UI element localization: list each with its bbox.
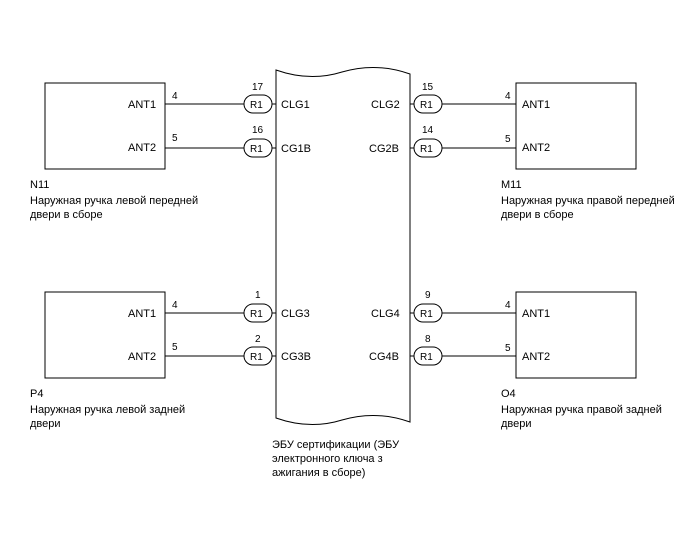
wire-m11-ant1: 4 R1 15 CLG2 bbox=[371, 82, 516, 114]
pin-name: ANT2 bbox=[128, 351, 156, 363]
component-code: P4 bbox=[30, 388, 43, 400]
ecu-caption-line-3: ажигания в сборе) bbox=[272, 467, 365, 479]
ecu-terminal-label: CG2B bbox=[369, 143, 399, 155]
connector-pin-number: 5 bbox=[172, 342, 178, 353]
ecu-pin-number: 9 bbox=[425, 290, 431, 301]
component-box bbox=[515, 291, 637, 379]
component-caption-line-2: двери в сборе bbox=[30, 209, 103, 221]
pin-name: ANT2 bbox=[522, 142, 550, 154]
ecu-terminal-label: CLG3 bbox=[281, 308, 310, 320]
wire-m11-ant2: 5 R1 14 CG2B bbox=[369, 125, 516, 158]
resistor bbox=[413, 303, 443, 323]
component-caption-line-2: двери bbox=[501, 418, 532, 430]
resistor-label: R1 bbox=[250, 100, 263, 111]
component-caption-line-1: Наружная ручка левой задней bbox=[30, 404, 185, 416]
resistor bbox=[413, 138, 443, 158]
resistor bbox=[243, 346, 273, 366]
resistor-label: R1 bbox=[420, 309, 433, 320]
component-box bbox=[44, 291, 166, 379]
component-caption-line-2: двери bbox=[30, 418, 61, 430]
component-caption-line-1: Наружная ручка правой задней bbox=[501, 404, 662, 416]
component-box bbox=[515, 82, 637, 170]
ecu-terminal-label: CLG1 bbox=[281, 99, 310, 111]
wire-n11-ant1: 4 R1 17 CLG1 bbox=[165, 82, 310, 114]
wire-n11-ant2: 5 R1 16 CG1B bbox=[165, 125, 311, 158]
resistor-label: R1 bbox=[420, 352, 433, 363]
component-code: M11 bbox=[501, 179, 522, 191]
resistor bbox=[243, 138, 273, 158]
wire-p4-ant1: 4 R1 1 CLG3 bbox=[165, 290, 310, 323]
resistor-label: R1 bbox=[420, 144, 433, 155]
resistor bbox=[243, 303, 273, 323]
ecu-terminal-label: CG3B bbox=[281, 351, 311, 363]
wire-p4-ant2: 5 R1 2 CG3B bbox=[165, 334, 311, 366]
ecu-pin-number: 8 bbox=[425, 334, 431, 345]
component-p4: ANT1 ANT2 P4 Наружная ручка левой задней… bbox=[30, 291, 185, 430]
component-code: N11 bbox=[30, 179, 49, 191]
connector-pin-number: 4 bbox=[172, 91, 178, 102]
resistor-label: R1 bbox=[420, 100, 433, 111]
connector-pin-number: 5 bbox=[172, 133, 178, 144]
resistor bbox=[413, 94, 443, 114]
resistor bbox=[413, 346, 443, 366]
connector-pin-number: 4 bbox=[505, 300, 511, 311]
ecu-pin-number: 17 bbox=[252, 82, 264, 93]
ecu-pin-number: 2 bbox=[255, 334, 261, 345]
ecu-caption-line-2: электронного ключа з bbox=[272, 453, 383, 465]
ecu-pin-number: 14 bbox=[422, 125, 434, 136]
component-box bbox=[44, 82, 166, 170]
component-m11: ANT1 ANT2 M11 Наружная ручка правой пере… bbox=[501, 82, 675, 221]
ecu-terminal-label: CG4B bbox=[369, 351, 399, 363]
ecu-body bbox=[275, 66, 411, 426]
ecu-caption-line-1: ЭБУ сертификации (ЭБУ bbox=[272, 439, 400, 451]
ecu-pin-number: 1 bbox=[255, 290, 261, 301]
resistor bbox=[243, 94, 273, 114]
resistor-label: R1 bbox=[250, 309, 263, 320]
connector-pin-number: 4 bbox=[172, 300, 178, 311]
wire-o4-ant1: 4 R1 9 CLG4 bbox=[371, 290, 516, 323]
ecu-terminal-label: CLG2 bbox=[371, 99, 400, 111]
ecu-terminal-label: CG1B bbox=[281, 143, 311, 155]
component-caption-line-1: Наружная ручка левой передней bbox=[30, 195, 198, 207]
connector-pin-number: 5 bbox=[505, 134, 511, 145]
pin-name: ANT2 bbox=[128, 142, 156, 154]
ecu-pin-number: 16 bbox=[252, 125, 264, 136]
connector-pin-number: 5 bbox=[505, 343, 511, 354]
pin-name: ANT1 bbox=[128, 308, 156, 320]
pin-name: ANT1 bbox=[128, 99, 156, 111]
ecu-terminal-label: CLG4 bbox=[371, 308, 400, 320]
resistor-label: R1 bbox=[250, 144, 263, 155]
pin-name: ANT1 bbox=[522, 308, 550, 320]
resistor-label: R1 bbox=[250, 352, 263, 363]
component-caption-line-1: Наружная ручка правой передней bbox=[501, 195, 675, 207]
wire-o4-ant2: 5 R1 8 CG4B bbox=[369, 334, 516, 366]
connector-pin-number: 4 bbox=[505, 91, 511, 102]
component-caption-line-2: двери в сборе bbox=[501, 209, 574, 221]
pin-name: ANT1 bbox=[522, 99, 550, 111]
ecu-pin-number: 15 bbox=[422, 82, 434, 93]
component-n11: ANT1 ANT2 N11 Наружная ручка левой перед… bbox=[30, 82, 198, 221]
component-code: O4 bbox=[501, 388, 516, 400]
component-o4: ANT1 ANT2 O4 Наружная ручка правой задне… bbox=[501, 291, 662, 430]
pin-name: ANT2 bbox=[522, 351, 550, 363]
